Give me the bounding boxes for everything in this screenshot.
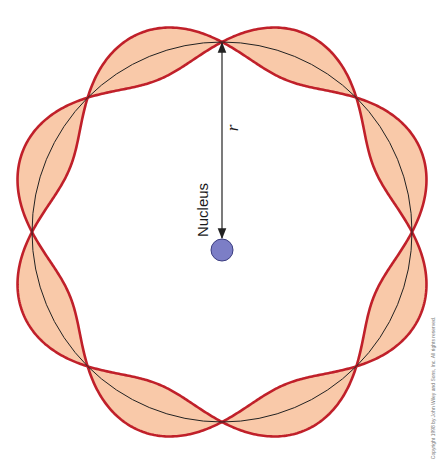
orbit-circle [32,42,412,422]
nucleus-shape [210,238,234,262]
radius-label: r [223,125,243,132]
nucleus-label: Nucleus [194,183,211,237]
wave-curve [18,28,427,437]
radius-arrow [221,43,222,238]
nucleus: Nucleus [210,238,234,262]
standing-wave [18,28,427,437]
copyright-note: Copyright 1998 by John Wiley and Sons, I… [430,317,436,459]
wave-curve [18,28,427,437]
wave-fill [18,28,427,437]
nucleus-circle [211,239,233,261]
